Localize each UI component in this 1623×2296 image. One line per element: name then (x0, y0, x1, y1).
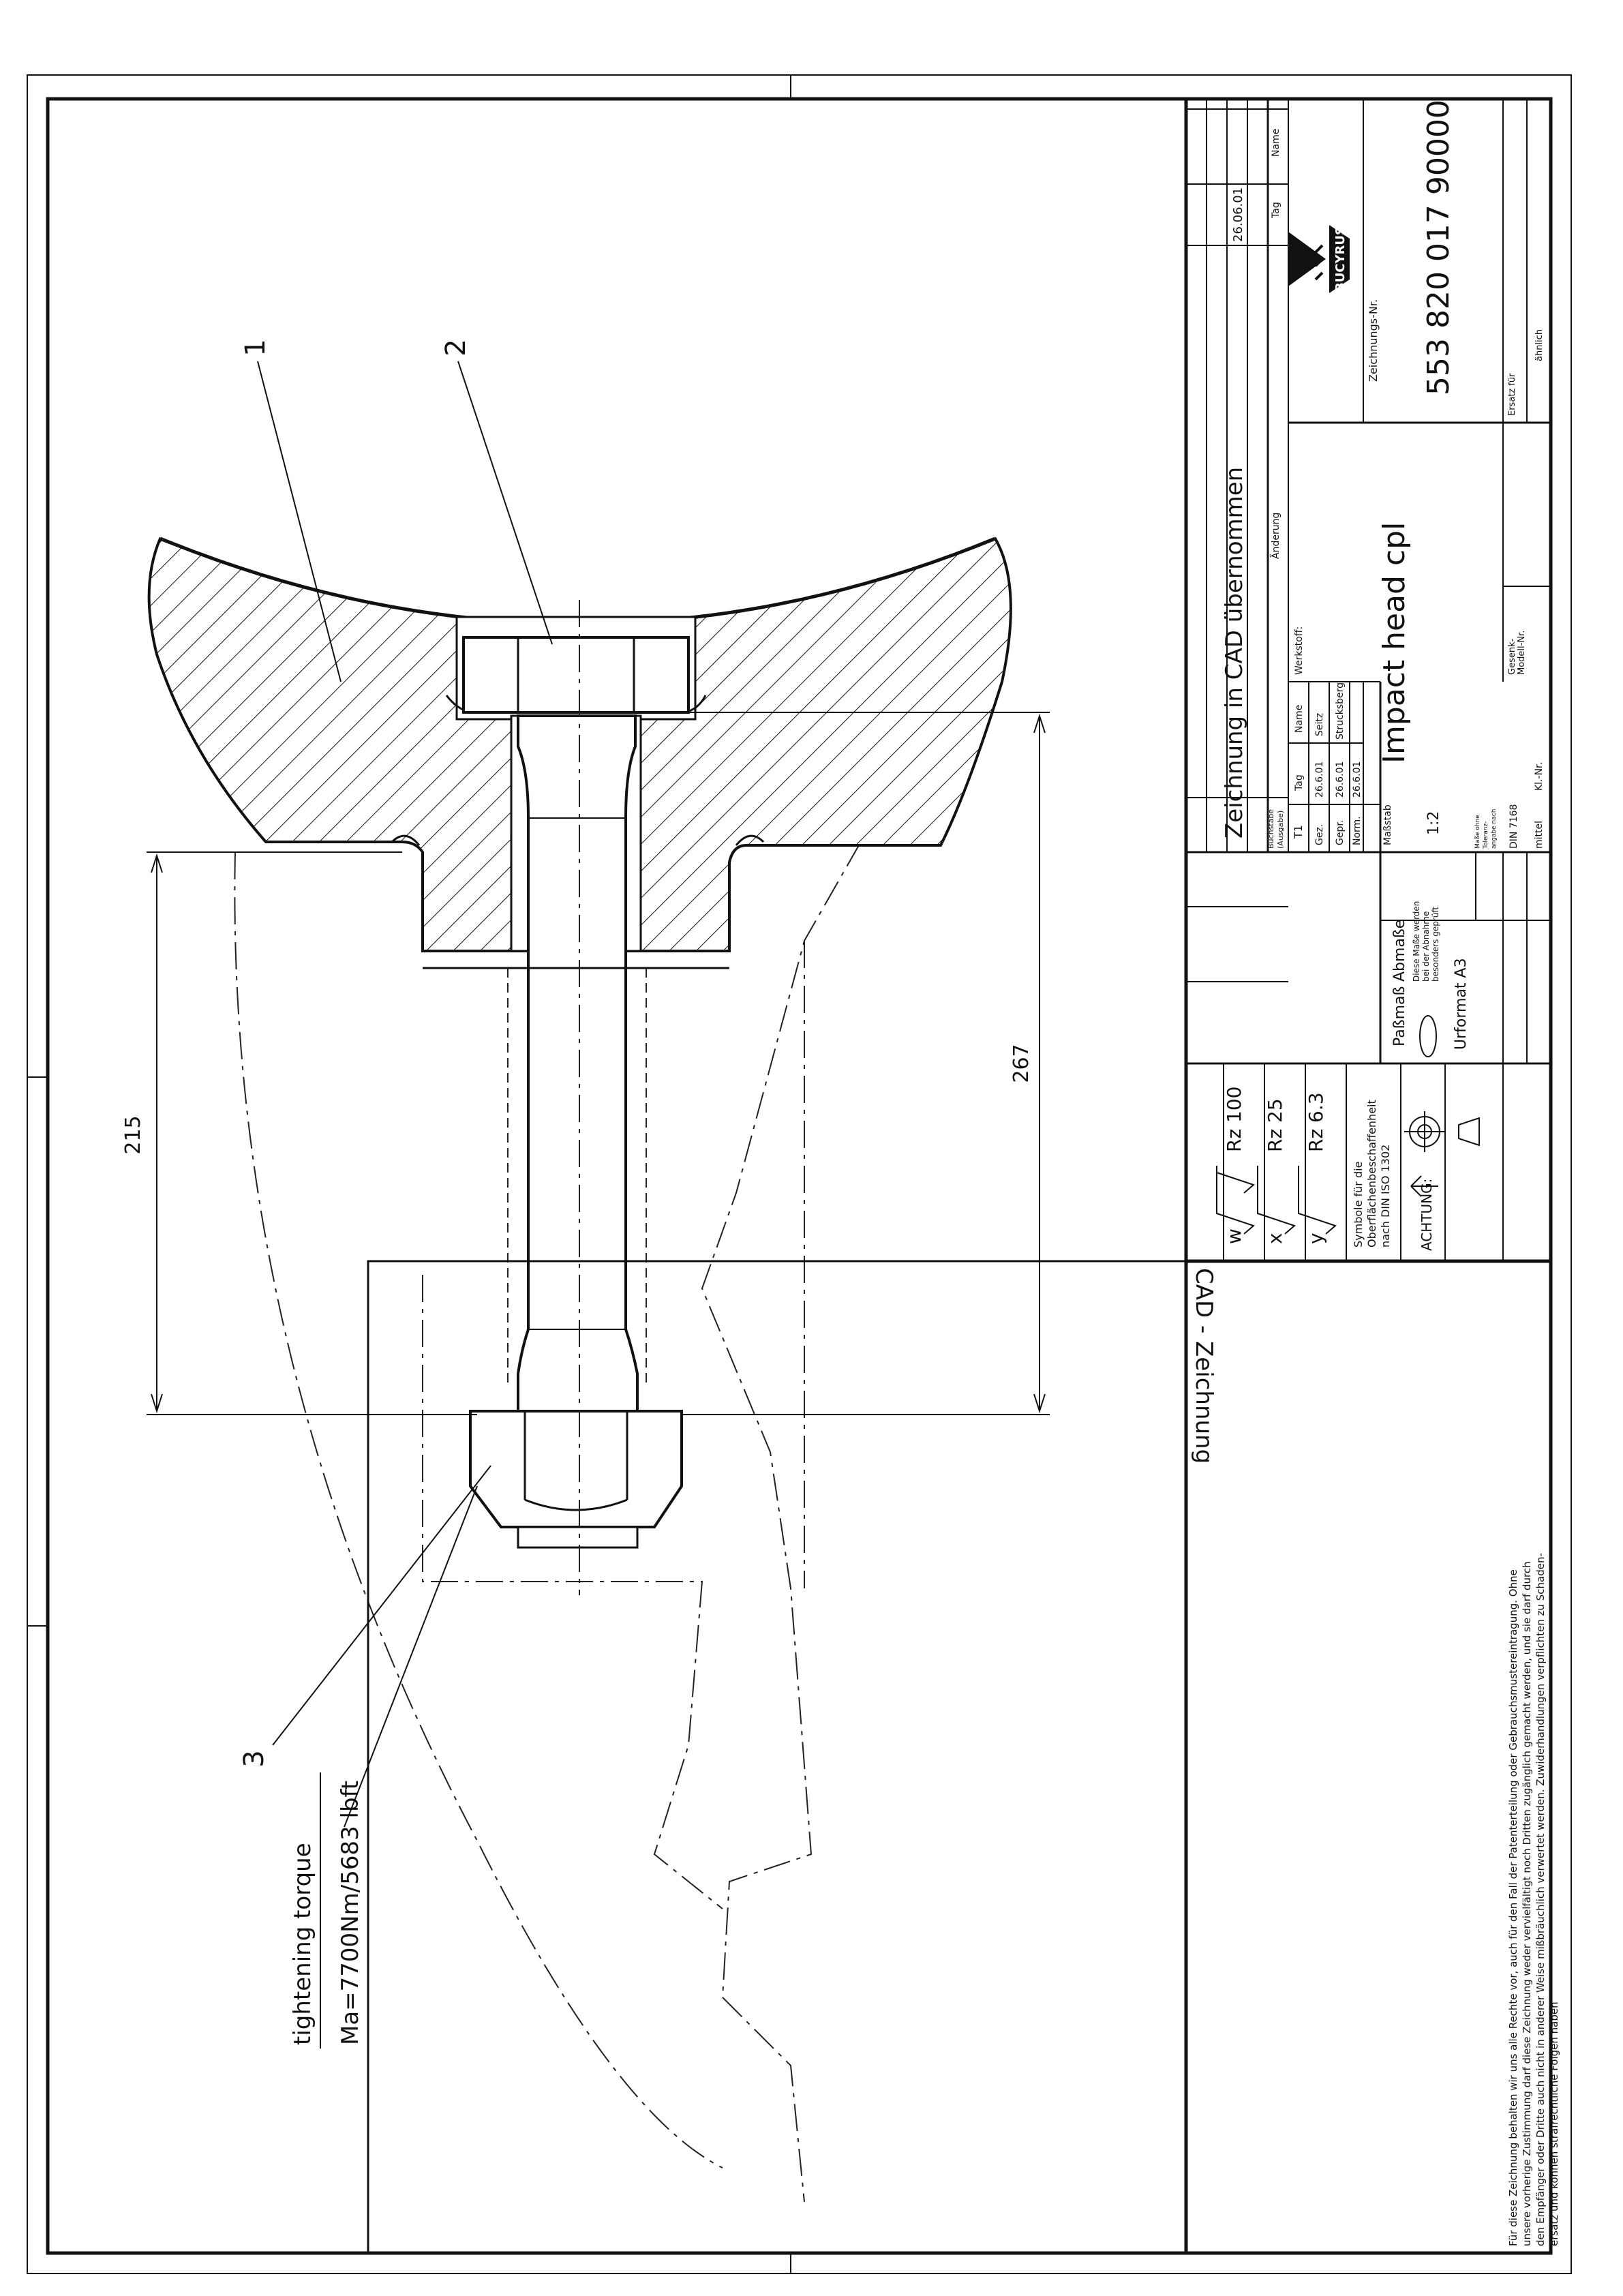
drawing-no-label: Zeichnungs-Nr. (1367, 299, 1380, 382)
company-logo: BUCYRUS (1288, 225, 1350, 293)
phantom-outline (422, 1275, 723, 1909)
inspection-note-2: bei der Abnahme (1421, 911, 1431, 982)
surface-value-w: Rz 100 (1223, 1087, 1245, 1153)
signoff-name-2: Strucksberg (1335, 682, 1346, 740)
inspection-note-3: besonders geprüft (1431, 907, 1440, 982)
signoff-name-header: Name (1294, 705, 1305, 733)
gesenk-label: Gesenk- (1507, 638, 1517, 675)
dim-215-label: 215 (121, 1115, 145, 1154)
drawing-number: 553 820 017 90000 (1421, 100, 1456, 395)
dimension-215 (147, 851, 477, 1415)
assembly-drawing: 215 267 (121, 361, 1050, 2203)
concave-face (160, 518, 995, 624)
signoff-name-1: Seitz (1314, 713, 1325, 736)
inspection-oval-icon (1419, 1015, 1437, 1057)
signoff-role-2: Gepr. (1335, 820, 1346, 845)
aehnlich-label: ähnlich (1534, 329, 1545, 361)
surface-letter-y: y (1305, 1233, 1327, 1244)
balloon-3: 3 (239, 1750, 270, 1767)
signoff-role-3: Norm. (1352, 816, 1363, 845)
surface-letter-x: x (1264, 1233, 1286, 1244)
surface-value-y: Rz 6.3 (1305, 1092, 1327, 1152)
revision-date: 26.06.01 (1231, 187, 1245, 242)
signoff-date-header: Tag (1294, 774, 1305, 791)
phantom-outline (701, 797, 887, 2203)
ersatz-label: Ersatz für (1507, 373, 1517, 416)
tolerance-note-2: Toleranz- (1483, 821, 1489, 849)
arrow-symbol-icon (1410, 1175, 1438, 1197)
phantom-outline (234, 851, 723, 2169)
title-block (367, 97, 1552, 2254)
bolt-head (462, 636, 690, 714)
surface-value-x: Rz 25 (1264, 1098, 1286, 1152)
signoff-role-1: Gez. (1314, 824, 1325, 845)
signoff-t1: T1 (1292, 825, 1305, 839)
format-label: Urformat A3 (1453, 958, 1470, 1050)
revision-date-header: Tag (1271, 202, 1281, 219)
passmass-label: Paßmaß (1391, 986, 1408, 1046)
signoff-date-2: 26.6.01 (1335, 761, 1346, 798)
surface-caption-2: Oberflächenbeschaffenheit (1365, 1100, 1378, 1248)
gesenk-label-2: Modell-Nr. (1517, 631, 1527, 675)
surface-symbol-w (1216, 1166, 1255, 1235)
projection-symbol-icon (1404, 1111, 1480, 1152)
disclaimer-line-4: ersatz und können strafrechtliche Folgen… (1548, 2002, 1560, 2246)
balloon-2: 2 (440, 339, 472, 356)
nut (469, 1410, 683, 1549)
surface-caption-3: nach DIN ISO 1302 (1379, 1145, 1392, 1248)
abmasse-label: Abmaße (1391, 920, 1408, 982)
torque-value: Ma=7700Nm/5683 lbft (337, 1781, 364, 2045)
surface-symbol-y (1298, 1166, 1337, 1235)
disclaimer-line-1: Für diese Zeichnung behalten wir uns all… (1507, 1569, 1519, 2246)
kl-label: Kl.-Nr. (1534, 762, 1545, 791)
signoff-date-3: 26.6.01 (1352, 761, 1363, 798)
leader-3 (272, 1465, 491, 1746)
cad-label: CAD - Zeichnung (1190, 1268, 1217, 1464)
outer-border (27, 74, 1572, 2274)
revision-name-header: Name (1271, 129, 1281, 157)
torque-title: tightening torque (289, 1843, 316, 2045)
balloon-1: 1 (240, 339, 271, 356)
part-title: Impact head cpl (1377, 522, 1412, 764)
dim-267-label: 267 (1010, 1044, 1033, 1083)
signoff-date-1: 26.6.01 (1314, 761, 1325, 798)
leader-1 (257, 361, 342, 682)
disclaimer-line-3: den Empfänger oder Dritte auch nicht in … (1534, 1553, 1547, 2246)
scale-value: 1:2 (1425, 811, 1442, 835)
surface-caption-1: Symbole für die (1352, 1162, 1365, 1248)
revision-letter-header: Buchstabe (1266, 809, 1275, 849)
din-label: DIN 7168 (1508, 804, 1519, 849)
leader-torque (344, 1485, 478, 1828)
revision-text: Zeichnung in CAD übernommen (1221, 467, 1248, 839)
inspection-note-1: Diese Maße werden (1412, 901, 1421, 982)
material-label: Werkstoff: (1294, 626, 1305, 675)
warning-label: ACHTUNG: (1419, 1179, 1435, 1251)
tolerance-note-3: angabe nach (1491, 809, 1498, 849)
surface-letter-w: w (1223, 1228, 1245, 1244)
leader-2 (457, 361, 553, 645)
revision-letter-header-2: (Ausgabe) (1276, 811, 1285, 849)
fillet (391, 834, 421, 846)
disclaimer-line-2: unsere vorherige Zustimmung darf diese Z… (1521, 1561, 1533, 2246)
tolerance-note-1: Maße ohne (1474, 815, 1481, 849)
fillet (735, 834, 765, 846)
revision-change-header: Änderung (1269, 513, 1281, 559)
scale-label: Maßstab (1382, 804, 1393, 845)
logo-text: BUCYRUS (1333, 226, 1348, 292)
disclaimer-box (367, 1260, 1552, 2254)
dimension-267 (644, 712, 1050, 1415)
surface-symbol-x (1257, 1166, 1296, 1235)
din-class: mittel (1534, 821, 1545, 849)
